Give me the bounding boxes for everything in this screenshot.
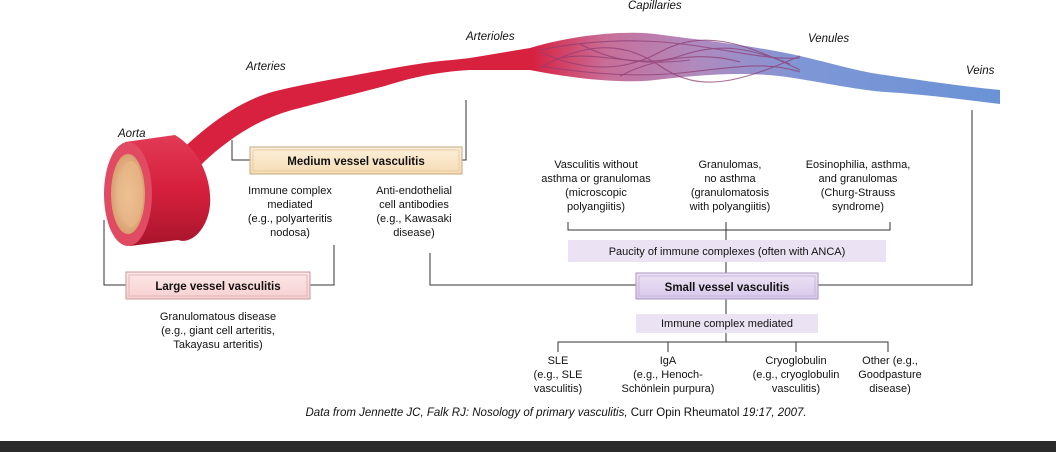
pauci-eosinophilia-asthma: Eosinophilia, asthma, and granulomas (Ch… bbox=[806, 159, 911, 213]
medium-vessel-anti-endothelial: Anti-endothelial cell antibodies (e.g., … bbox=[376, 185, 452, 239]
pauci-item-line: asthma or granulomas bbox=[541, 173, 651, 185]
immune-item-line: vasculitis) bbox=[534, 383, 582, 395]
pauci-item-line: (Churg-Strauss bbox=[821, 187, 896, 199]
immune-item-line: Schönlein purpura) bbox=[622, 383, 715, 395]
label-aorta: Aorta bbox=[117, 128, 146, 140]
label-venules: Venules bbox=[808, 33, 849, 45]
label-veins: Veins bbox=[966, 65, 995, 77]
pauci-granulomas-no-asthma: Granulomas, no asthma (granulomatosis wi… bbox=[689, 159, 771, 213]
connector-lines bbox=[103, 100, 973, 352]
immune-item-line: SLE bbox=[548, 355, 569, 367]
small-vessel-title: Small vessel vasculitis bbox=[665, 282, 790, 294]
immune-item-line: (e.g., SLE bbox=[534, 369, 583, 381]
immune-sle: SLE (e.g., SLE vasculitis) bbox=[534, 355, 583, 395]
citation-journal: Curr Opin Rheumatol bbox=[631, 407, 743, 419]
immune-item-line: (e.g., cryoglobulin bbox=[753, 369, 840, 381]
vessel-illustration bbox=[104, 32, 1000, 246]
citation-volume: 19:17, 2007. bbox=[743, 407, 807, 419]
citation: Data from Jennette JC, Falk RJ: Nosology… bbox=[305, 407, 806, 419]
bottom-bar bbox=[0, 441, 1056, 452]
large-vessel-desc-line: Takayasu arteritis) bbox=[173, 339, 262, 351]
pauci-immune-label-box: Paucity of immune complexes (often with … bbox=[568, 240, 886, 262]
large-vessel-desc-line: Granulomatous disease bbox=[160, 311, 276, 323]
aorta-illustration bbox=[104, 135, 211, 246]
large-vessel-vasculitis-box: Large vessel vasculitis bbox=[125, 271, 311, 300]
medium-left-line: Immune complex bbox=[248, 185, 332, 197]
immune-item-line: disease) bbox=[869, 383, 911, 395]
pauci-item-line: Vasculitis without bbox=[554, 159, 638, 171]
immune-other: Other (e.g., Goodpasture disease) bbox=[858, 355, 922, 395]
pauci-item-line: Granulomas, bbox=[699, 159, 762, 171]
immune-complex-label-box: Immune complex mediated bbox=[636, 314, 818, 333]
medium-right-line: Anti-endothelial bbox=[376, 185, 452, 197]
label-capillaries: Capillaries bbox=[628, 0, 682, 12]
pauci-item-line: (microscopic bbox=[565, 187, 627, 199]
vessel-labels: Aorta Arteries Arterioles Capillaries Ve… bbox=[117, 0, 995, 140]
pauci-item-line: and granulomas bbox=[819, 173, 898, 185]
label-arterioles: Arterioles bbox=[465, 31, 515, 43]
immune-iga: IgA (e.g., Henoch- Schönlein purpura) bbox=[622, 355, 715, 395]
immune-item-line: IgA bbox=[660, 355, 677, 367]
medium-left-line: mediated bbox=[267, 199, 312, 211]
pauci-item-line: no asthma bbox=[704, 173, 756, 185]
large-vessel-desc: Granulomatous disease (e.g., giant cell … bbox=[160, 311, 276, 351]
medium-right-line: cell antibodies bbox=[379, 199, 449, 211]
immune-item-line: Cryoglobulin bbox=[765, 355, 826, 367]
pauci-vasculitis-without-asthma: Vasculitis without asthma or granulomas … bbox=[541, 159, 651, 213]
medium-left-line: (e.g., polyarteritis bbox=[248, 213, 333, 225]
medium-vessel-vasculitis-box: Medium vessel vasculitis bbox=[249, 146, 463, 175]
pauci-item-line: with polyangiitis) bbox=[689, 201, 771, 213]
medium-left-line: nodosa) bbox=[270, 227, 310, 239]
medium-right-line: disease) bbox=[393, 227, 435, 239]
medium-right-line: (e.g., Kawasaki bbox=[376, 213, 451, 225]
capillary-network bbox=[539, 39, 801, 83]
label-arteries: Arteries bbox=[245, 61, 286, 73]
pauci-item-line: Eosinophilia, asthma, bbox=[806, 159, 911, 171]
immune-cryoglobulin: Cryoglobulin (e.g., cryoglobulin vasculi… bbox=[753, 355, 840, 395]
small-vessel-vasculitis-box: Small vessel vasculitis bbox=[635, 272, 819, 300]
pauci-immune-label: Paucity of immune complexes (often with … bbox=[609, 246, 846, 258]
large-vessel-desc-line: (e.g., giant cell arteritis, bbox=[161, 325, 275, 337]
immune-item-line: (e.g., Henoch- bbox=[633, 369, 703, 381]
pauci-item-line: syndrome) bbox=[832, 201, 884, 213]
medium-vessel-immune-complex: Immune complex mediated (e.g., polyarter… bbox=[248, 185, 333, 239]
immune-item-line: Other (e.g., bbox=[862, 355, 918, 367]
pauci-item-line: polyangiitis) bbox=[567, 201, 625, 213]
medium-vessel-title: Medium vessel vasculitis bbox=[287, 156, 424, 168]
immune-item-line: vasculitis) bbox=[772, 383, 820, 395]
pauci-item-line: (granulomatosis bbox=[691, 187, 770, 199]
citation-authors: Data from Jennette JC, Falk RJ: Nosology… bbox=[305, 407, 630, 419]
large-vessel-title: Large vessel vasculitis bbox=[155, 281, 280, 293]
immune-item-line: Goodpasture bbox=[858, 369, 922, 381]
immune-complex-label: Immune complex mediated bbox=[661, 318, 793, 330]
